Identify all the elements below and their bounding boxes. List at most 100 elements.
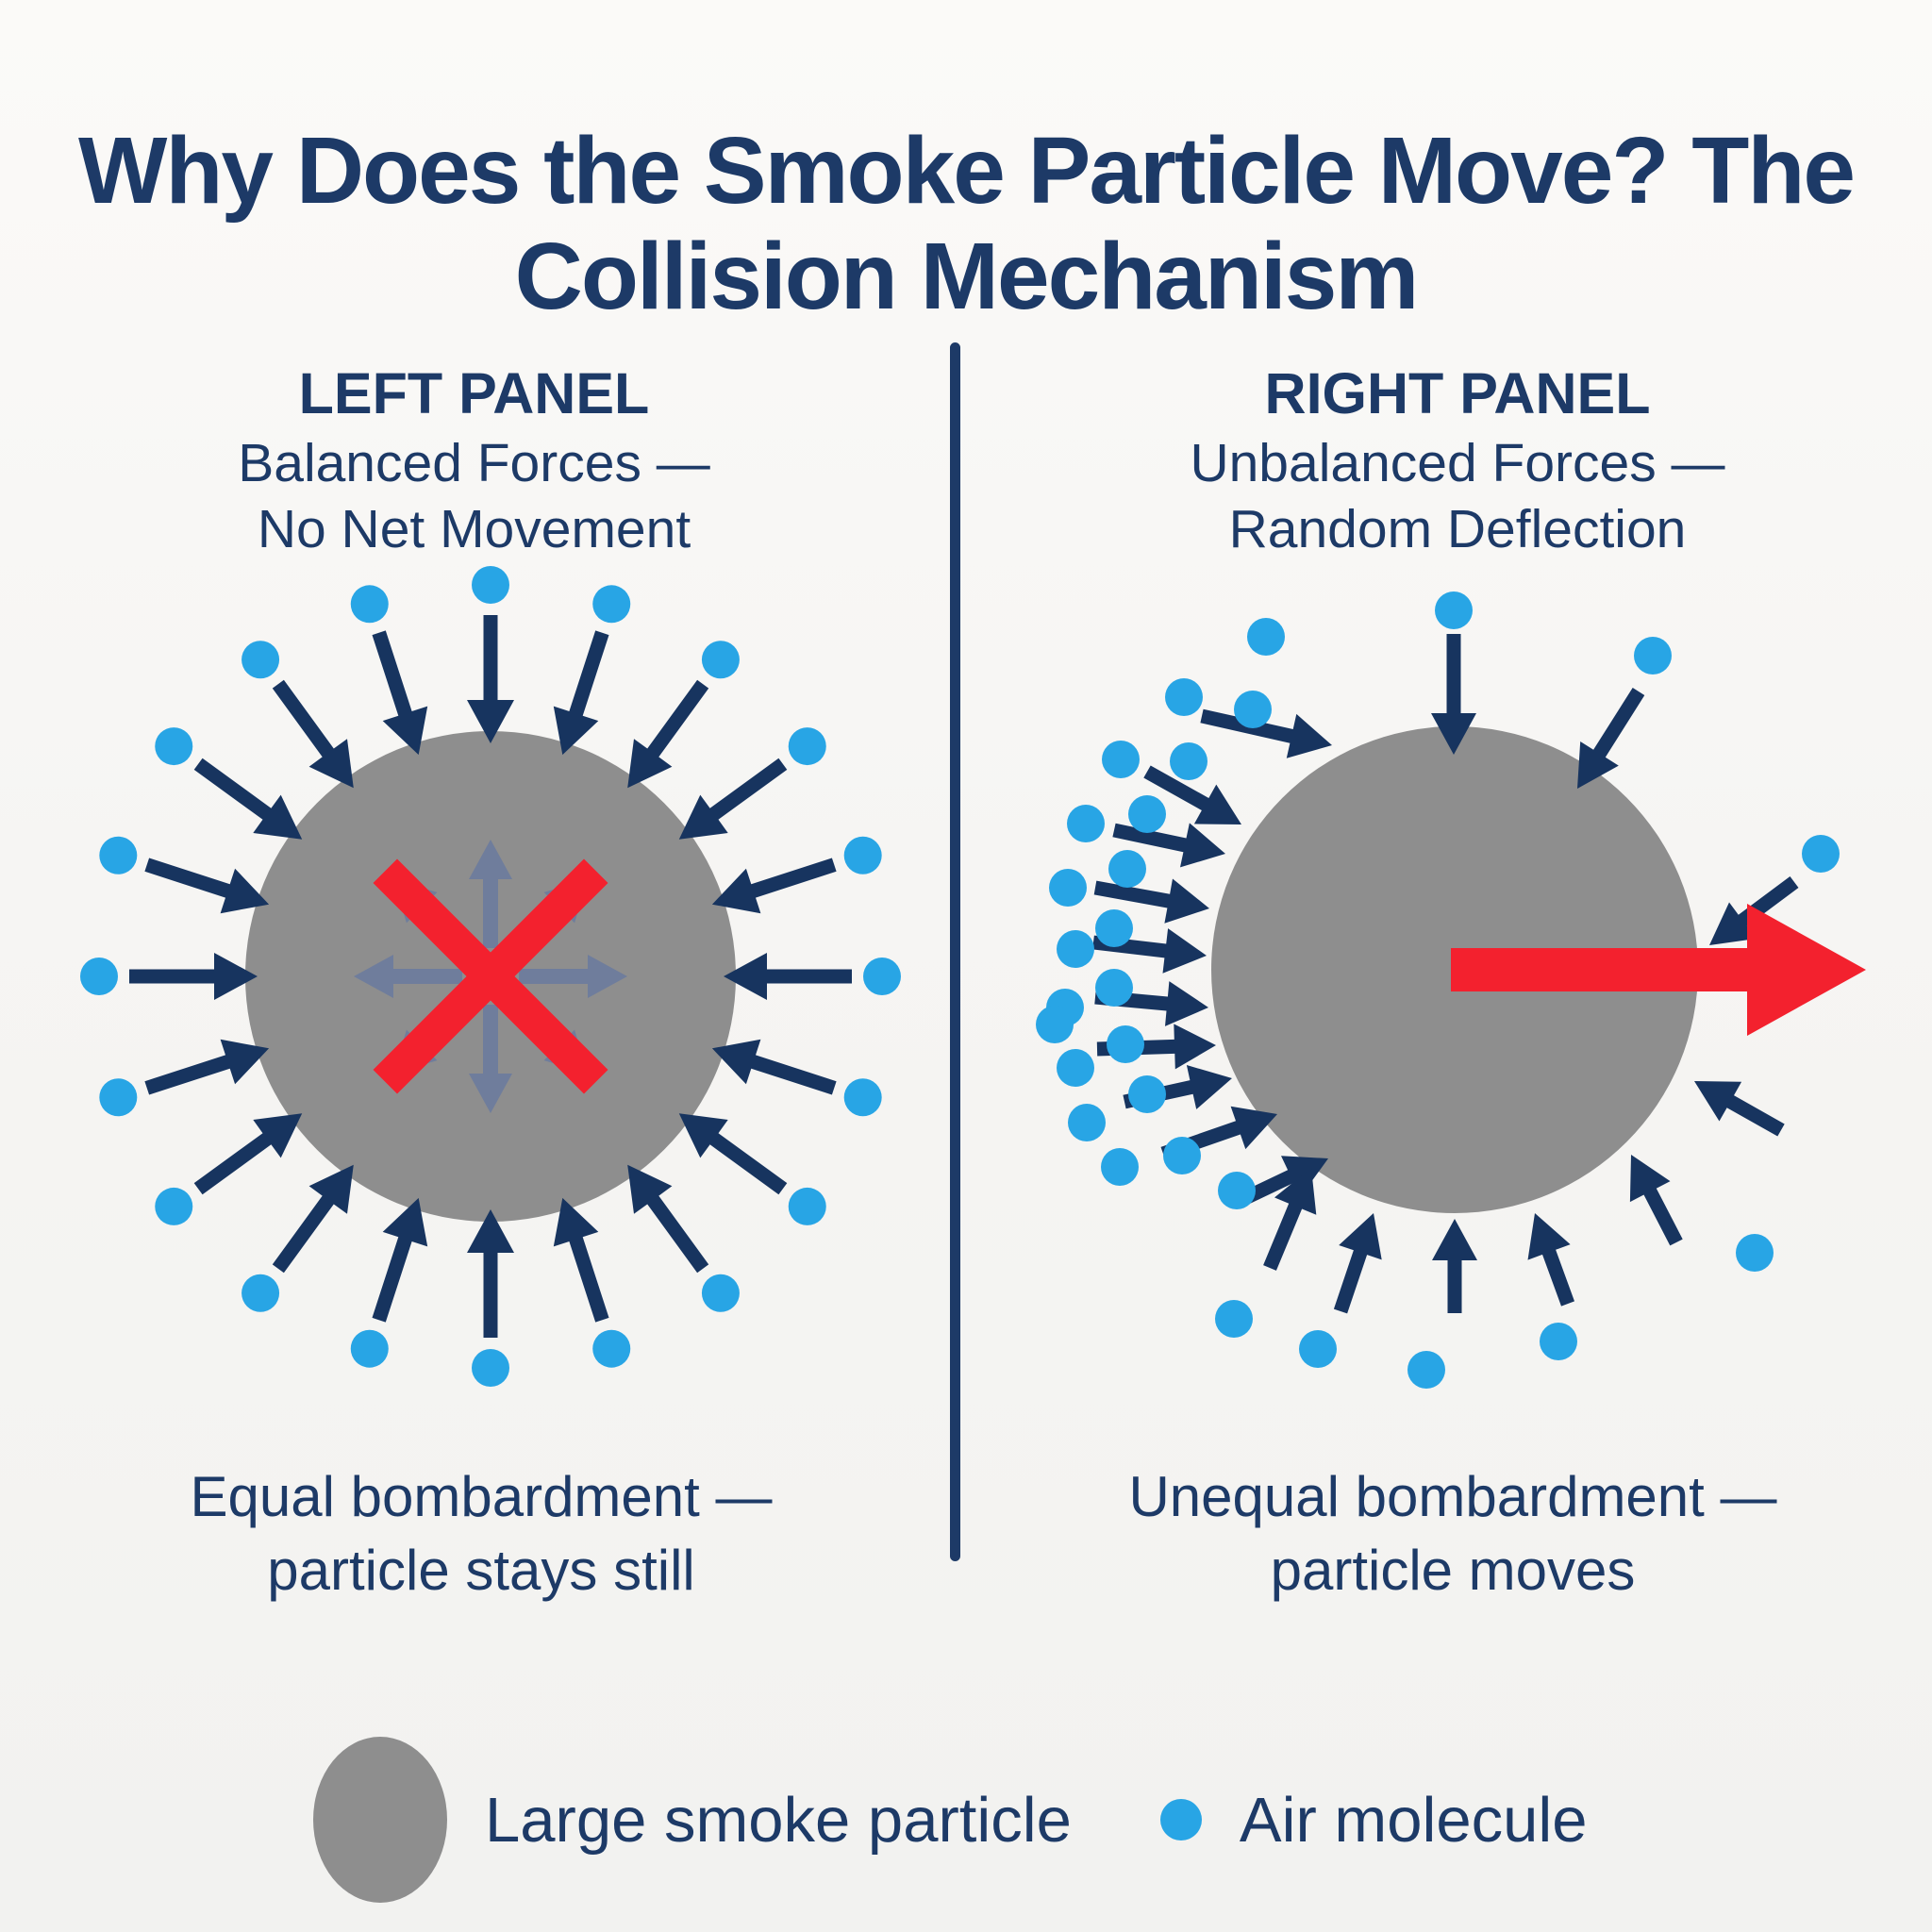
- legend: Large smoke particle Air molecule: [313, 1726, 1588, 1913]
- air-molecule-dot: [242, 1274, 280, 1312]
- bombardment-arrow: [144, 1039, 270, 1095]
- bombardment-arrow: [711, 1039, 837, 1095]
- bombardment-arrow: [129, 953, 258, 1000]
- air-molecule-dot: [1067, 805, 1105, 842]
- air-molecule-dot: [1057, 930, 1094, 968]
- left-panel-subtitle-2: No Net Movement: [257, 499, 691, 560]
- right-panel-subtitle-2: Random Deflection: [1228, 499, 1687, 560]
- net-motion-arrow: [1451, 904, 1866, 1036]
- title-line-2: The Collision Mechanism: [514, 118, 1856, 329]
- air-molecule-dot: [99, 836, 138, 874]
- bombardment-arrow: [467, 1209, 514, 1338]
- bombardment-arrow: [467, 615, 514, 743]
- air-molecule-dot: [155, 1187, 193, 1225]
- smoke-particle-swatch: [313, 1737, 447, 1903]
- air-molecule-dot: [863, 958, 901, 995]
- bombardment-arrow: [1241, 1156, 1328, 1205]
- bombardment-arrow: [678, 758, 788, 840]
- right-caption-line-1: Unequal bombardment —: [1128, 1465, 1777, 1528]
- bombardment-arrow: [193, 1113, 303, 1195]
- title-line-1: Why Does the Smoke Particle Move?: [77, 118, 1669, 224]
- air-molecule-dot: [1095, 909, 1133, 947]
- bombardment-arrow: [1093, 878, 1209, 924]
- air-molecule-dot: [1802, 835, 1840, 873]
- outward-arrow: [354, 955, 462, 998]
- air-molecule-dot: [1407, 1351, 1445, 1389]
- legend-air-label: Air molecule: [1239, 1784, 1588, 1856]
- air-molecule-dot: [80, 958, 118, 995]
- air-molecule-swatch: [1159, 1799, 1202, 1840]
- bombardment-arrow: [1694, 1081, 1785, 1137]
- panel-divider: [950, 342, 960, 1561]
- air-molecule-dot: [592, 1329, 631, 1368]
- air-molecule-dot: [1057, 1049, 1094, 1087]
- bombardment-arrow: [1527, 1213, 1574, 1307]
- right-panel-subtitle-1: Unbalanced Forces —: [1190, 432, 1725, 493]
- right-diagram: [1036, 591, 1866, 1389]
- air-molecule-dot: [1049, 869, 1087, 907]
- bombardment-arrow: [1431, 634, 1476, 755]
- air-molecule-dot: [1108, 850, 1146, 888]
- air-molecule-dot: [1036, 1006, 1074, 1043]
- air-molecule-dot: [788, 1187, 826, 1225]
- outward-arrow: [469, 1005, 512, 1113]
- air-molecule-dot: [1435, 591, 1473, 629]
- outward-arrow: [469, 840, 512, 948]
- air-molecule-dot: [472, 1349, 509, 1387]
- bombardment-arrow: [272, 1164, 354, 1274]
- bombardment-arrow: [553, 630, 609, 756]
- air-molecule-dot: [1218, 1172, 1256, 1209]
- air-molecule-dot: [1247, 618, 1285, 656]
- left-panel-label: LEFT PANEL: [298, 361, 650, 425]
- air-molecule-dot: [350, 585, 389, 624]
- air-molecule-dot: [1163, 1137, 1201, 1174]
- air-molecule-dot: [701, 1274, 740, 1312]
- left-caption-line-2: particle stays still: [267, 1539, 695, 1602]
- left-panel-header: LEFT PANEL Balanced Forces — No Net Move…: [0, 358, 948, 563]
- air-molecule-dot: [1234, 691, 1272, 728]
- air-molecule-dot: [843, 836, 882, 874]
- right-panel-caption: Unequal bombardment — particle moves: [1024, 1460, 1882, 1607]
- bombardment-arrow: [724, 953, 852, 1000]
- bombardment-arrow: [1432, 1219, 1477, 1313]
- air-molecule-dot: [1170, 742, 1208, 780]
- bombardment-arrow: [1577, 688, 1645, 789]
- air-molecule-dot: [1068, 1104, 1106, 1141]
- air-molecule-dot: [350, 1329, 389, 1368]
- bombardment-arrow: [372, 1197, 428, 1323]
- air-molecule-dot: [701, 641, 740, 679]
- air-molecule-dot: [1736, 1234, 1774, 1272]
- legend-smoke-label: Large smoke particle: [485, 1784, 1072, 1856]
- air-molecule-dot: [1128, 795, 1166, 833]
- bombardment-arrow: [1096, 1024, 1216, 1070]
- air-molecule-dot: [1095, 969, 1133, 1007]
- outward-arrow: [519, 955, 627, 998]
- bombardment-arrow: [627, 1164, 709, 1274]
- air-molecule-dot: [1101, 1148, 1139, 1186]
- air-molecule-dot: [472, 566, 509, 604]
- right-panel-label: RIGHT PANEL: [1264, 361, 1651, 425]
- air-molecule-dot: [242, 641, 280, 679]
- air-molecule-dot: [788, 727, 826, 766]
- bombardment-arrow: [193, 758, 303, 840]
- bombardment-arrow: [372, 630, 428, 756]
- bombardment-arrow: [1094, 981, 1208, 1026]
- left-panel-caption: Equal bombardment — particle stays still: [52, 1460, 910, 1607]
- bombardment-arrow: [678, 1113, 788, 1195]
- air-molecule-dot: [1215, 1300, 1253, 1338]
- bombardment-arrow: [1333, 1213, 1382, 1314]
- bombardment-arrow: [144, 858, 270, 914]
- left-panel-subtitle-1: Balanced Forces —: [238, 432, 710, 493]
- bombardment-arrow: [553, 1197, 609, 1323]
- air-molecule-dot: [1540, 1323, 1577, 1360]
- air-molecule-dot: [843, 1078, 882, 1117]
- cancel-x-bar: [373, 858, 608, 1094]
- air-molecule-dot: [1128, 1075, 1166, 1113]
- bombardment-arrow: [272, 679, 354, 789]
- right-caption-line-2: particle moves: [1270, 1539, 1636, 1602]
- bombardment-arrow: [1143, 765, 1241, 824]
- air-molecule-dot: [1299, 1330, 1337, 1368]
- left-caption-line-1: Equal bombardment —: [190, 1465, 773, 1528]
